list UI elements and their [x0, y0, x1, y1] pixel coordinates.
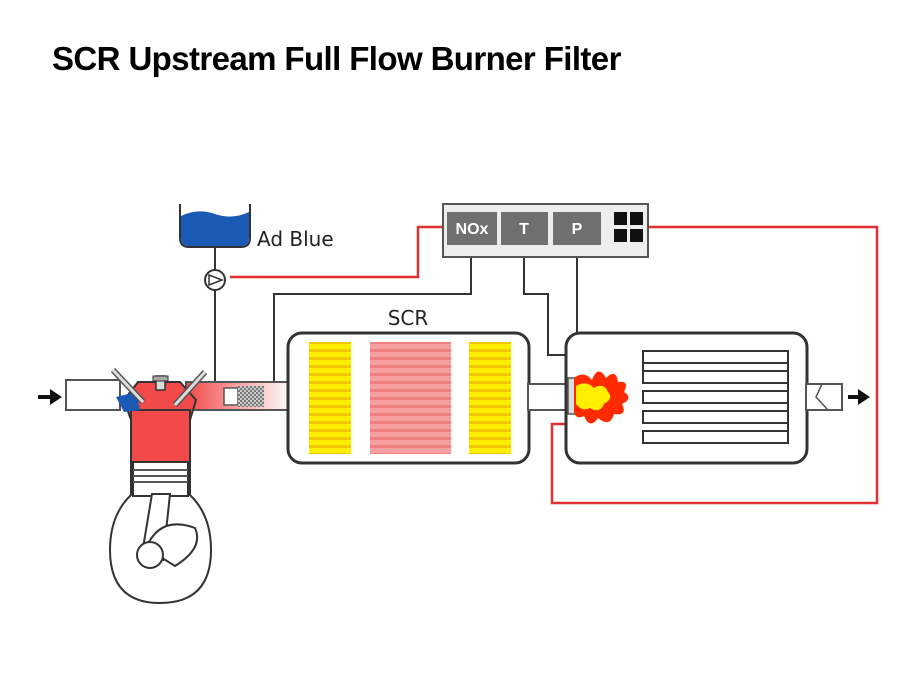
- page-title: SCR Upstream Full Flow Burner Filter: [52, 40, 621, 77]
- intake-arrow-icon: [38, 389, 62, 405]
- tailpipe-break: [815, 383, 829, 411]
- intake-pipe: [65, 379, 121, 411]
- mixer-mesh: [238, 386, 264, 407]
- control-grid-icon: [614, 212, 643, 242]
- engine: [108, 367, 213, 605]
- intake-port: [116, 392, 140, 412]
- connecting-pipe: [527, 383, 569, 411]
- outlet-arrow-icon: [848, 389, 870, 405]
- nox-sensor-button: [447, 212, 497, 245]
- crank-journal: [136, 541, 164, 569]
- burner-flame-icon: [567, 371, 629, 424]
- adblue-label: Ad Blue: [257, 227, 334, 251]
- controller-return-line: [550, 225, 879, 505]
- temperature-sensor-button: [501, 212, 548, 245]
- pressure-sensor-label: P: [572, 221, 583, 238]
- burner-filter: [564, 331, 809, 465]
- urea-injector: [223, 387, 239, 406]
- dosing-pump-icon: [204, 269, 226, 291]
- scr-label: SCR: [388, 306, 429, 330]
- sensor-wire-nox: [273, 257, 472, 392]
- nox-sensor-label: NOx: [456, 221, 489, 238]
- adblue-tank: [179, 204, 251, 248]
- temperature-sensor-label: T: [519, 221, 529, 238]
- cylinder: [130, 409, 191, 463]
- nox-signal-line: [230, 225, 443, 279]
- catalyst-brick-outlet: [469, 342, 511, 454]
- pressure-sensor-button: [553, 212, 601, 245]
- filter-channels: [642, 350, 789, 444]
- controller-unit: NOx T P: [442, 203, 649, 258]
- piston: [132, 461, 189, 497]
- scr-catalyst: [286, 331, 531, 465]
- catalyst-brick-inlet: [309, 342, 351, 454]
- catalyst-brick-center: [370, 342, 451, 454]
- sensor-wire-temperature: [523, 257, 574, 356]
